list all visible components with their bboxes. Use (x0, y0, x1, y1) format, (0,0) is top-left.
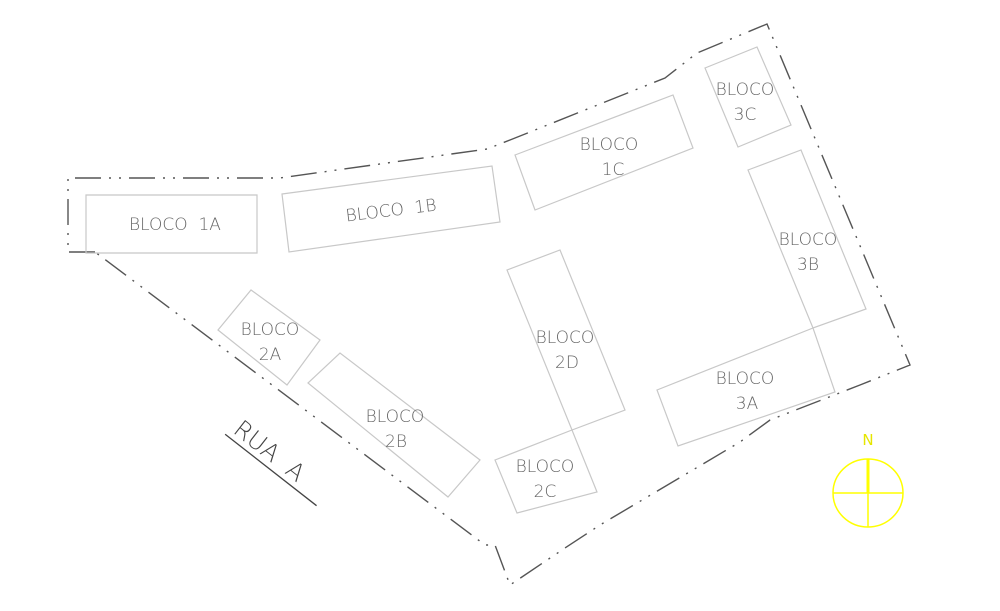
block-label: 2D (555, 353, 579, 373)
street-label: RUA A (228, 415, 310, 488)
property-boundary (67, 23, 911, 587)
north-label: N (862, 431, 873, 449)
street-underline (224, 433, 317, 507)
block-label: BLOCO (516, 457, 575, 477)
block-1b: BLOCO 1B (281, 165, 501, 253)
block-2c: BLOCO 2C (494, 429, 598, 514)
block-label: 3B (797, 255, 819, 275)
block-2d: BLOCO 2D (506, 249, 626, 431)
block-3a: BLOCO 3A (656, 327, 836, 447)
block-label: BLOCO (580, 135, 639, 155)
block-label: BLOCO (779, 230, 838, 250)
north-arrow: N (832, 431, 904, 528)
block-label: 3C (734, 105, 757, 125)
block-label: BLOCO (716, 369, 775, 389)
block-2a: BLOCO 2A (217, 289, 321, 386)
block-label: BLOCO (241, 320, 300, 340)
block-label: BLOCO 1A (129, 215, 221, 235)
block-label: 2C (534, 482, 557, 502)
block-label: BLOCO (366, 407, 425, 427)
block-label: BLOCO 1B (345, 195, 438, 226)
block-label: 1C (602, 160, 625, 180)
block-3b: BLOCO 3B (747, 149, 867, 329)
block-2b: BLOCO 2B (307, 352, 481, 498)
block-1c: BLOCO 1C (514, 94, 694, 211)
block-label: 2B (385, 432, 407, 452)
block-label: BLOCO (536, 328, 595, 348)
block-label: BLOCO (716, 80, 775, 100)
block-label: 3A (736, 394, 759, 414)
block-1a: BLOCO 1A (85, 194, 258, 254)
block-label: 2A (259, 345, 282, 365)
street-label-group: RUA A (224, 415, 317, 507)
block-3c: BLOCO 3C (704, 46, 792, 148)
